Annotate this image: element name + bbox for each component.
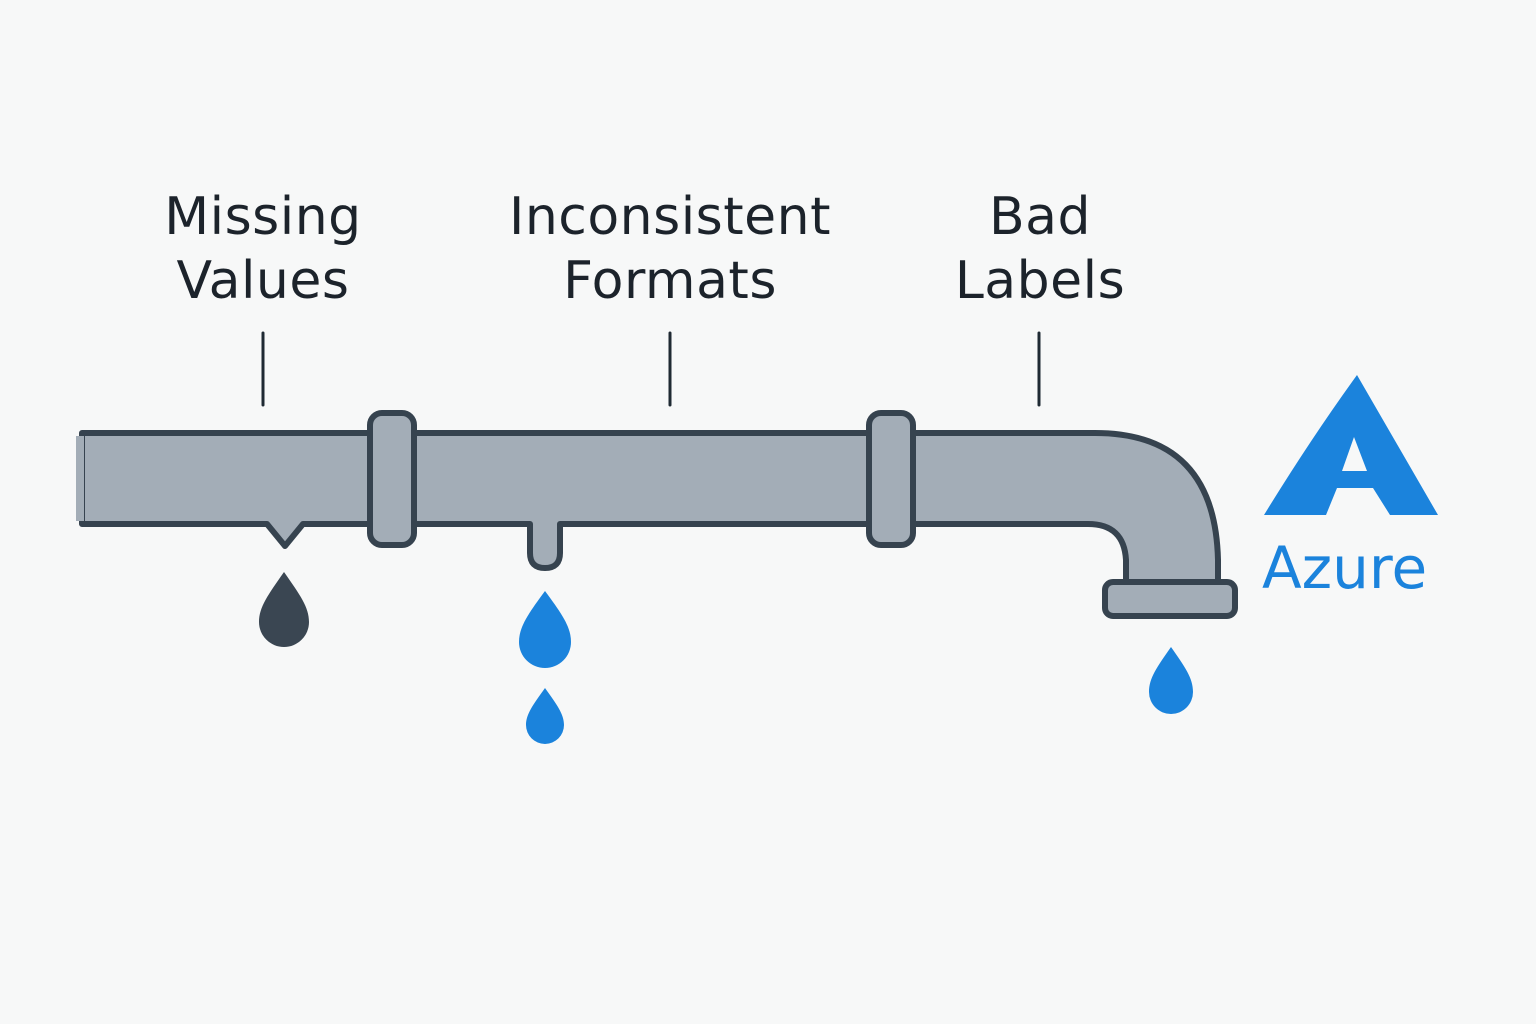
azure-a-logo-icon [1264, 375, 1438, 515]
brand-name: Azure [1262, 534, 1428, 602]
label-line: Inconsistent [508, 187, 831, 247]
pipe-open-end [76, 436, 84, 521]
label-inconsistent-formats: Inconsistent Formats [470, 185, 870, 313]
pipe-coupling-2 [866, 410, 916, 548]
drop-inconsistent-1 [519, 591, 571, 668]
label-line: Labels [954, 251, 1126, 311]
label-missing-values: Missing Values [113, 185, 413, 313]
label-bad-labels: Bad Labels [900, 185, 1180, 313]
drop-missing-values [259, 572, 309, 647]
pipe-coupling-1 [367, 410, 417, 548]
label-line: Values [176, 251, 350, 311]
label-line: Formats [563, 251, 777, 311]
label-line: Missing [164, 187, 362, 247]
label-line: Bad [988, 187, 1092, 247]
drop-bad-labels [1149, 647, 1193, 714]
faucet-nozzle [1102, 579, 1238, 619]
drop-inconsistent-2 [526, 688, 564, 744]
pipe-body [79, 430, 1221, 588]
